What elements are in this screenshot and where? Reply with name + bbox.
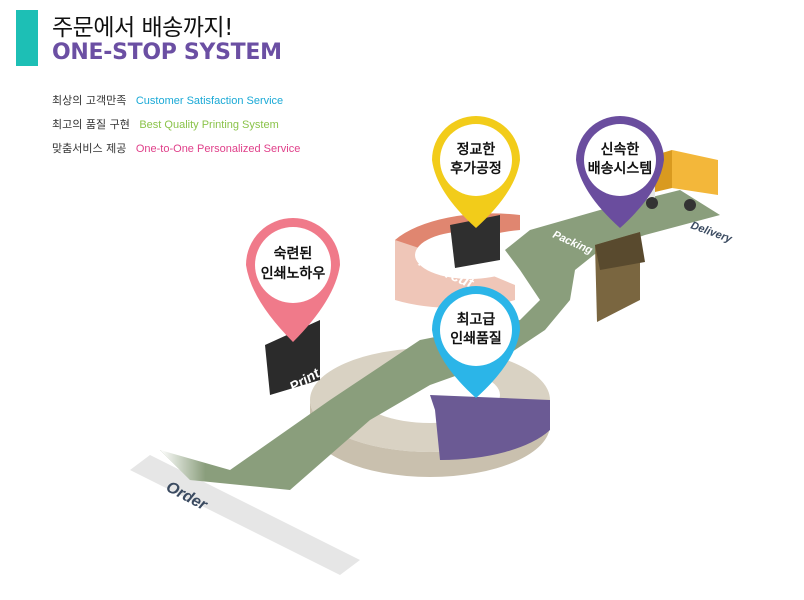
feature-ko: 맞춤서비스 제공 [52, 142, 127, 155]
pin-postprocess-line1: 정교한 [457, 141, 496, 158]
feature-en: Customer Satisfaction Service [135, 95, 284, 107]
pin-postprocess-line2: 후가공정 [450, 160, 502, 177]
pin-shipping: 신속한 배송시스템 [576, 116, 664, 228]
page-subtitle: ONE-STOP SYSTEM [52, 40, 282, 65]
pin-quality-line1: 최고급 [457, 312, 496, 328]
print-block [265, 320, 320, 395]
feature-en: One-to-One Personalized Service [135, 143, 301, 155]
feature-item: 맞춤서비스 제공 One-to-One Personalized Service [52, 140, 300, 164]
feature-ko: 최고의 품질 구현 [52, 118, 130, 131]
pin-quality-line2: 인쇄품질 [450, 330, 502, 347]
pin-shipping-line1: 신속한 [601, 142, 640, 158]
page-title: 주문에서 배송까지! [52, 15, 233, 41]
pin-quality: 최고급 인쇄품질 [432, 286, 520, 398]
feature-item: 최고의 품질 구현 Best Quality Printing System [52, 116, 300, 140]
pin-shipping-line2: 배송시스템 [588, 160, 652, 177]
feature-en: Best Quality Printing System [139, 119, 279, 131]
pin-skilled-line2: 인쇄노하우 [261, 265, 326, 282]
feature-list: 최상의 고객만족 Customer Satisfaction Service 최… [52, 92, 300, 164]
road-shadow [130, 455, 360, 575]
feature-item: 최상의 고객만족 Customer Satisfaction Service [52, 92, 300, 116]
road-fade [160, 450, 290, 490]
aftercut-block [450, 215, 500, 268]
pin-skilled: 숙련된 인쇄노하우 [246, 218, 340, 342]
lower-ring-purple [430, 395, 550, 461]
feature-ko: 최상의 고객만족 [52, 94, 127, 107]
lower-ring-side [310, 400, 550, 477]
pin-postprocess: 정교한 후가공정 [432, 116, 520, 228]
stage-delivery: Delivery [689, 220, 734, 246]
pin-skilled-line1: 숙련된 [274, 245, 313, 262]
accent-bar [16, 10, 38, 66]
packing-box-top [595, 232, 645, 270]
